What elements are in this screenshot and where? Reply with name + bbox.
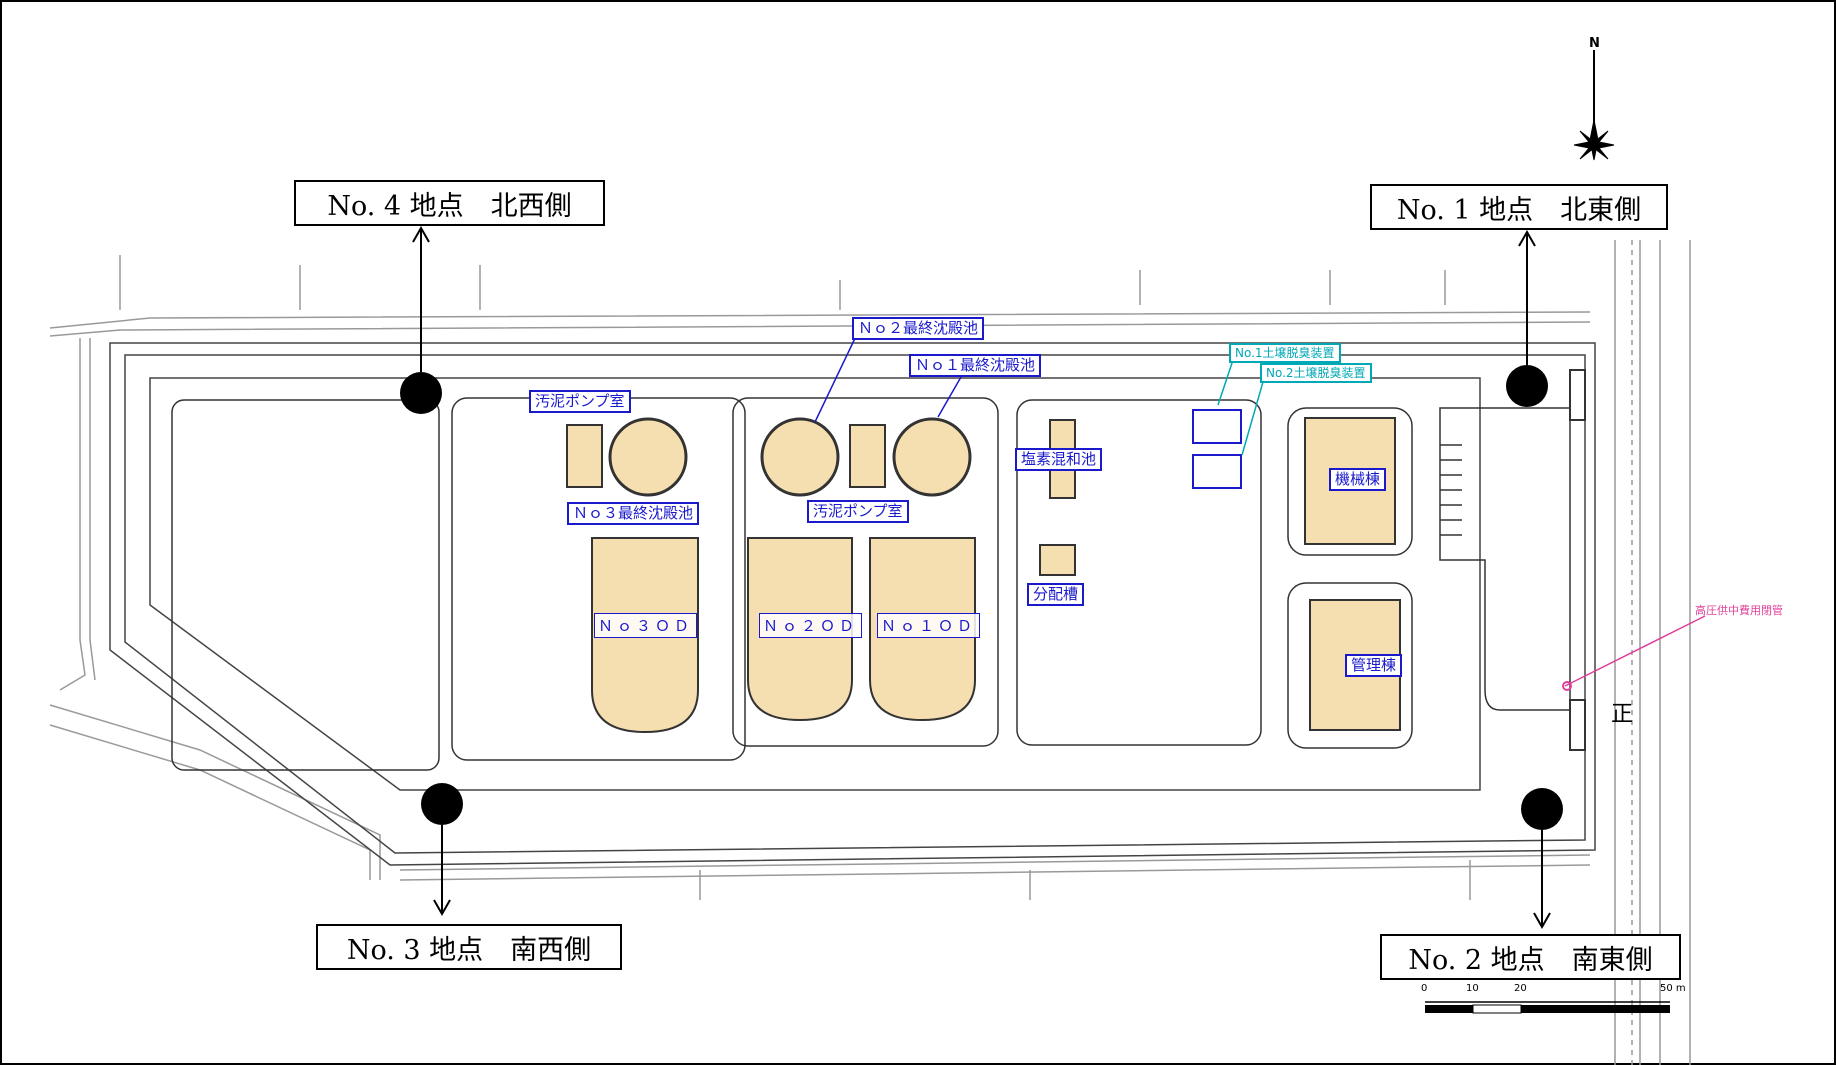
label-final-tank-2: Ｎｏ２最終沈殿池 xyxy=(852,317,985,340)
scale-tick-20: 20 xyxy=(1514,983,1527,994)
point-marker-no1 xyxy=(1506,365,1548,407)
scale-tick-10: 10 xyxy=(1466,983,1479,994)
point-marker-no3 xyxy=(421,783,463,825)
label-machine-building: 機械棟 xyxy=(1329,468,1387,491)
label-gas-pipe: 高圧供中費用閉管 xyxy=(1695,604,1783,617)
label-deodorizer-1: No.1土壌脱臭装置 xyxy=(1229,343,1341,363)
point-label-no2: No. 2 地点 南東側 xyxy=(1380,934,1681,980)
label-final-tank-1: Ｎｏ１最終沈殿池 xyxy=(909,354,1042,377)
parking xyxy=(1440,444,1462,536)
north-label: N xyxy=(1589,36,1600,51)
point-marker-no2 xyxy=(1521,788,1563,830)
point-marker-no4 xyxy=(400,372,442,414)
scale-tick-50: 50 m xyxy=(1660,983,1686,994)
point-label-no4: No. 4 地点 北西側 xyxy=(294,180,605,226)
point-label-no3: No. 3 地点 南西側 xyxy=(316,924,622,970)
final-clarifiers xyxy=(608,417,972,497)
point-arrows xyxy=(412,225,1551,930)
deodorizers xyxy=(1192,409,1242,489)
leader-lines xyxy=(814,331,1706,687)
label-od-3: Ｎｏ３ＯＤ xyxy=(594,613,698,638)
label-chlorine-tank: 塩素混和池 xyxy=(1015,448,1103,471)
point-label-no1: No. 1 地点 北東側 xyxy=(1370,184,1668,230)
label-admin-building: 管理棟 xyxy=(1345,654,1403,677)
survey-point-markers xyxy=(400,365,1563,830)
label-sludge-pump-1: 汚泥ポンプ室 xyxy=(529,390,631,413)
label-deodorizer-2: No.2土壌脱臭装置 xyxy=(1260,363,1372,383)
main-gate-label: 正 xyxy=(1611,702,1634,727)
pipe-marker xyxy=(1562,681,1572,691)
scale-bar xyxy=(1425,1001,1670,1014)
gates xyxy=(1569,369,1586,751)
label-final-tank-3: Ｎｏ３最終沈殿池 xyxy=(567,502,700,525)
label-sludge-pump-2: 汚泥ポンプ室 xyxy=(807,500,909,523)
site-boundary xyxy=(109,342,1596,866)
label-od-2: Ｎｏ２ＯＤ xyxy=(759,613,863,638)
label-od-1: Ｎｏ１ＯＤ xyxy=(877,613,981,638)
scale-tick-0: 0 xyxy=(1421,983,1428,994)
label-distribution-tank: 分配槽 xyxy=(1027,583,1085,606)
north-arrow-icon xyxy=(1573,50,1615,161)
pump-rooms xyxy=(566,424,886,488)
